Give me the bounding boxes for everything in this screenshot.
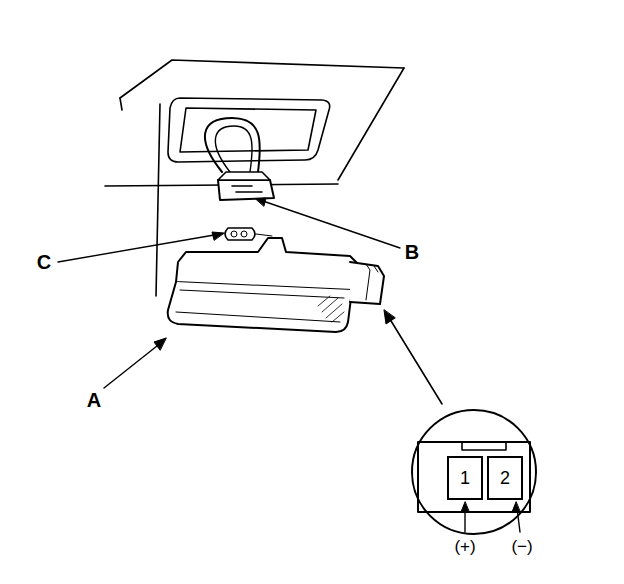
panel-opening — [180, 108, 316, 152]
arrowhead — [154, 338, 166, 350]
arrowhead — [384, 310, 395, 324]
housing-connector — [350, 262, 384, 304]
housing-connector — [366, 264, 378, 300]
panel-edge — [156, 104, 160, 296]
wire — [205, 118, 260, 172]
bulb-filament — [231, 231, 247, 237]
pin-cell: 1 — [447, 456, 483, 500]
arrowhead — [512, 502, 520, 512]
leader-line — [104, 342, 162, 388]
lamp-lens — [176, 290, 344, 322]
arrowhead — [212, 232, 224, 240]
lamp-housing — [176, 238, 358, 290]
callout-letter: B — [405, 242, 419, 262]
panel-edge — [120, 60, 404, 98]
panel-edge — [338, 68, 404, 180]
pin-number: 2 — [500, 469, 510, 487]
bulb — [225, 228, 255, 240]
panel-opening — [168, 98, 330, 162]
pin-number: 1 — [460, 469, 470, 487]
arrowhead — [461, 502, 469, 512]
arrowhead — [256, 198, 266, 206]
connector-face — [418, 442, 530, 512]
pin-cell: 2 — [487, 456, 523, 500]
wire — [215, 126, 252, 172]
leader-line — [58, 234, 220, 262]
leader-line — [388, 316, 442, 404]
lamp-lens — [168, 282, 352, 332]
connector-latch — [462, 442, 506, 450]
detail-circle — [412, 410, 536, 534]
terminal-polarity: (−) — [511, 538, 532, 555]
callout-letter: C — [37, 252, 51, 272]
bulb-lead — [256, 234, 272, 236]
callout-letter: A — [87, 390, 101, 410]
terminal-polarity: (+) — [454, 538, 475, 555]
harness-connector — [218, 180, 274, 200]
harness-connector — [218, 172, 270, 180]
lens-hatch — [318, 296, 344, 322]
harness-connector — [232, 186, 262, 192]
panel-edge — [120, 98, 122, 110]
leader-line — [260, 200, 400, 248]
